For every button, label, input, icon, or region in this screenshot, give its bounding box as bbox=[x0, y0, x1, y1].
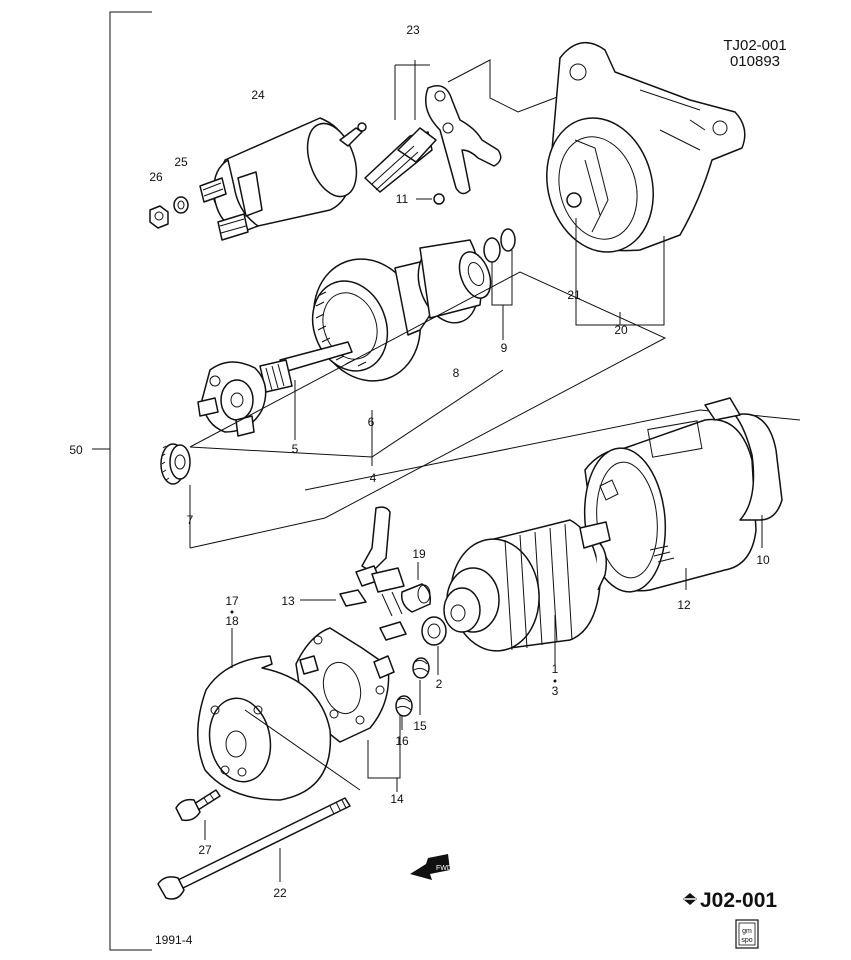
leader-4 bbox=[189, 369, 504, 466]
planetary-gear-7 bbox=[160, 443, 191, 548]
label-8: 8 bbox=[453, 366, 460, 380]
fwd-label: FWD bbox=[436, 865, 452, 872]
brush-spring-15 bbox=[412, 657, 430, 715]
pinion-shaft-5 bbox=[197, 341, 353, 440]
label-19: 19 bbox=[412, 547, 426, 561]
label-27: 27 bbox=[198, 843, 212, 857]
catalog-symbol-icon bbox=[683, 893, 697, 905]
label-11: 11 bbox=[396, 192, 409, 206]
stopper-ring-9 bbox=[483, 228, 516, 340]
fwd-arrow-icon: FWD bbox=[410, 854, 452, 880]
badge-bottom: spo bbox=[741, 937, 752, 944]
bolt-27 bbox=[175, 789, 221, 840]
end-cover-10 bbox=[704, 397, 783, 548]
label-24: 24 bbox=[251, 88, 265, 102]
label-9: 9 bbox=[501, 341, 508, 355]
front-housing-21 bbox=[546, 41, 746, 253]
armature-1 bbox=[443, 519, 611, 665]
bushing-19 bbox=[400, 562, 432, 613]
catalog-code: J02-001 bbox=[700, 889, 777, 912]
doc-code: TJ02-001 bbox=[723, 37, 786, 54]
doc-date: 010893 bbox=[730, 53, 780, 70]
label-13: 13 bbox=[281, 594, 295, 608]
label-5: 5 bbox=[292, 442, 299, 456]
label-18: 18 bbox=[225, 614, 239, 628]
washer-25 bbox=[173, 196, 189, 214]
label-10: 10 bbox=[756, 553, 770, 567]
part-labels: 23 24 25 26 11 21 20 9 8 6 5 4 50 7 10 1… bbox=[69, 23, 770, 900]
badge-top: gm bbox=[742, 928, 752, 935]
label-14: 14 bbox=[390, 792, 404, 806]
label-21: 21 bbox=[567, 288, 581, 302]
assembly-bracket-50 bbox=[92, 11, 152, 951]
solenoid-switch-24 bbox=[199, 117, 367, 241]
label-1-3-dot bbox=[553, 679, 557, 683]
brush-spring-16 bbox=[395, 695, 413, 730]
pinion-assembly-8 bbox=[417, 239, 492, 324]
label-23: 23 bbox=[406, 23, 420, 37]
label-50: 50 bbox=[69, 443, 83, 457]
year-code: 1991-4 bbox=[155, 933, 193, 947]
plunger-lever-23 bbox=[364, 59, 561, 195]
label-1: 1 bbox=[552, 662, 559, 676]
label-12: 12 bbox=[677, 598, 691, 612]
bearing-2 bbox=[421, 616, 447, 675]
label-26: 26 bbox=[149, 170, 163, 184]
through-bolt-22 bbox=[157, 797, 351, 900]
label-4: 4 bbox=[370, 471, 377, 485]
label-16: 16 bbox=[395, 734, 409, 748]
nut-26 bbox=[149, 205, 169, 229]
housing-leader-20 bbox=[575, 218, 665, 326]
label-22: 22 bbox=[273, 886, 287, 900]
header-code: TJ02-001 010893 bbox=[723, 37, 786, 70]
footer: 1991-4 J02-001 gm spo bbox=[155, 889, 777, 949]
label-6: 6 bbox=[368, 415, 375, 429]
gm-spo-badge-icon: gm spo bbox=[735, 919, 759, 949]
brush-lead-13 bbox=[300, 506, 407, 641]
label-17: 17 bbox=[225, 594, 239, 608]
label-3: 3 bbox=[552, 684, 559, 698]
end-frame-18 bbox=[197, 628, 361, 801]
internal-gear-leader bbox=[189, 271, 801, 549]
label-15: 15 bbox=[413, 719, 427, 733]
label-17-18-dot bbox=[230, 610, 234, 614]
label-7: 7 bbox=[187, 513, 194, 527]
label-2: 2 bbox=[436, 677, 443, 691]
label-25: 25 bbox=[174, 155, 188, 169]
label-20: 20 bbox=[614, 323, 628, 337]
ball-11 bbox=[416, 193, 445, 205]
